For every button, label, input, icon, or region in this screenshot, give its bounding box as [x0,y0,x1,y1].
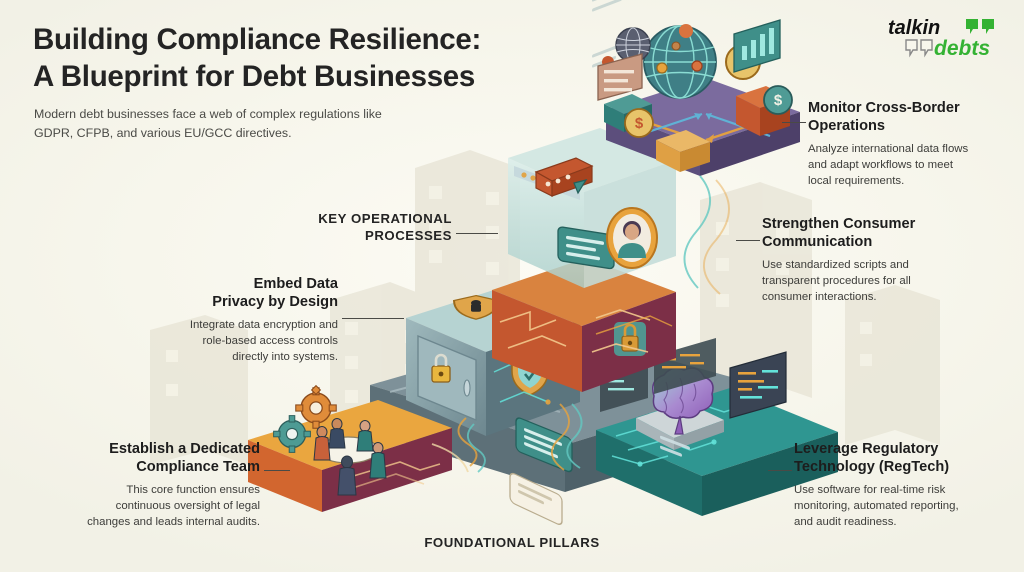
callout-body-line-2: monitoring, automated reporting, [794,499,959,512]
callout-title: Establish a Dedicated Compliance Team [46,441,260,477]
page-title-line-1: Building Compliance Resilience: [33,23,482,56]
callout-title-line-2: Compliance Team [136,458,260,475]
gear-icon [273,415,311,453]
user-avatar-icon [606,207,658,269]
people-team-icon [313,418,387,496]
callout-body-line-1: This core function ensures [126,483,260,496]
chat-bubble-icon [515,417,573,473]
callout-body-line-3: consumer interactions. [762,291,877,304]
leader-line-strengthen-consumer [736,240,760,242]
callout-body-line-2: transparent procedures for all [762,274,911,287]
svg-text:$: $ [774,92,783,109]
key-operational-line-2: PROCESSES [364,228,452,244]
callout-body-line-2: and adapt workflows to meet [808,158,953,171]
callout-body-line-2: role-based access controls [202,334,339,347]
callout-body-line-1: Integrate data encryption and [189,318,338,331]
speech-bubble-icon [966,19,994,34]
leader-line-embed-data-privacy [342,318,404,320]
page-subtitle-line-2: GDPR, CFPB, and various EU/GCC directive… [34,125,292,140]
page-title-line-2: A Blueprint for Debt Businesses [33,59,476,93]
chat-bubble-icon [557,179,615,270]
section-label-key-operational-processes: KEY OPERATIONAL PROCESSES [300,210,452,245]
callout-body-line-3: and audit readiness. [794,516,897,529]
callout-establish-dedicated-compliance-team[interactable]: Establish a Dedicated Compliance Team Th… [46,441,260,530]
section-label-foundational-pillars: FOUNDATIONAL PILLARS [424,535,600,550]
callout-body-line-3: directly into systems. [232,351,338,364]
callout-body-line-3: changes and leads internal audits. [87,516,260,529]
chat-bubble-icon [534,157,594,197]
callout-body-line-1: Use software for real-time risk [794,483,946,496]
callout-title-line-1: Leverage Regulatory [794,441,939,457]
callout-strengthen-consumer-communication[interactable]: Strengthen Consumer Communication Use st… [762,216,972,305]
callout-leverage-regulatory-technology[interactable]: Leverage Regulatory Technology (RegTech)… [794,441,1010,530]
bar-chart-panel-icon [733,19,781,73]
callout-title: Strengthen Consumer Communication [762,216,972,252]
page-subtitle: Modern debt businesses face a web of com… [34,105,484,142]
callout-monitor-cross-border-operations[interactable]: Monitor Cross-Border Operations Analyze … [808,100,1008,189]
logo-word-talkin: talkin [888,17,940,39]
gear-icon [295,384,337,429]
compliance-team-platform [248,384,452,512]
data-node-icon [656,130,710,172]
callout-title: Embed Data Privacy by Design [142,276,338,312]
callout-title: Leverage Regulatory Technology (RegTech) [794,441,1010,477]
padlock-icon [417,334,477,422]
callout-title-line-2: Communication [762,233,873,250]
callout-title-line-2: Operations [808,117,886,134]
svg-text:$: $ [635,115,644,132]
callout-body: Integrate data encryption and role-based… [142,317,338,366]
key-operational-line-1: KEY OPERATIONAL [318,211,452,226]
leader-line-leverage-regtech [768,470,792,472]
callout-title-line-1: Embed Data [253,276,338,292]
leader-line-monitor-cross-border [782,122,806,124]
document-panel-icon [597,53,643,101]
callout-body-line-1: Use standardized scripts and [762,258,909,271]
code-panel-icon [729,351,787,419]
callout-title-line-1: Strengthen Consumer [762,216,916,232]
dot-icon [679,24,693,38]
consumer-communication-cube [492,258,676,392]
page-title: Building Compliance Resilience: A Bluepr… [33,22,593,95]
callout-title-line-2: Technology (RegTech) [794,458,950,475]
callout-embed-data-privacy-by-design[interactable]: Embed Data Privacy by Design Integrate d… [142,276,338,365]
cross-border-platform: $ $ $ [597,19,800,176]
callout-body-line-3: local requirements. [808,175,905,188]
globe-icon [643,25,717,99]
callout-title-line-2: Privacy by Design [212,293,338,310]
callout-body: Use software for real-time risk monitori… [794,482,1010,531]
callout-title: Monitor Cross-Border Operations [808,100,1008,136]
callout-body: Use standardized scripts and transparent… [762,257,972,306]
leader-line-key-operational [456,233,498,235]
dollar-coin-icon: $ [763,85,793,115]
callout-body-line-2: continuous oversight of legal [115,499,260,512]
dollar-coin-icon: $ [624,108,654,138]
regtech-platform [596,338,838,516]
callout-body-line-1: Analyze international data flows [808,142,969,155]
brand-logo[interactable]: talkin debts [876,10,1006,62]
logo-word-debts: debts [934,37,990,60]
callout-body: This core function ensures continuous ov… [46,482,260,531]
callout-title-line-1: Establish a Dedicated [109,441,260,457]
page-subtitle-line-1: Modern debt businesses face a web of com… [34,107,382,121]
chat-bubble-icon [509,472,563,525]
leader-line-compliance-team [264,470,290,472]
speech-bubble-outline-icon [905,39,933,58]
callout-title-line-1: Monitor Cross-Border [808,100,960,116]
callout-body: Analyze international data flows and ada… [808,141,1008,190]
